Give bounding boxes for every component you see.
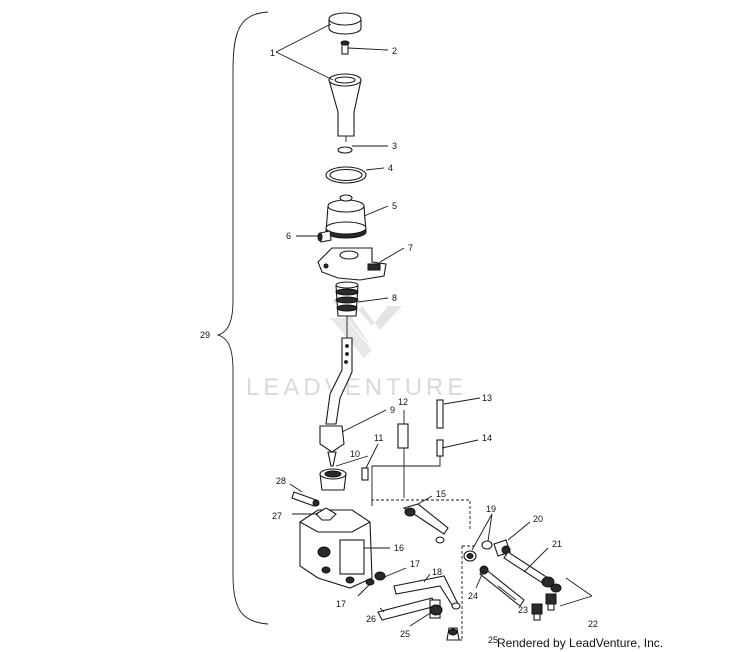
callout-19: 19 (486, 504, 496, 514)
callout-26: 26 (366, 614, 376, 624)
callout-6: 6 (286, 231, 291, 241)
part-22-ball-stud-upper (545, 593, 557, 611)
part-17-bushing-lower (365, 578, 375, 586)
callout-15: 15 (436, 489, 446, 499)
part-18-shift-rod (393, 575, 461, 610)
callout-21: 21 (552, 539, 562, 549)
callout-23: 23 (518, 605, 528, 615)
callout-18: 18 (432, 567, 442, 577)
callout-27: 27 (272, 511, 282, 521)
callout-25-right: 25 (488, 635, 498, 645)
part-10-bushing (319, 468, 347, 491)
part-20-tie-rod-end (493, 539, 511, 557)
callout-10: 10 (350, 449, 360, 459)
callout-17-upper: 17 (410, 559, 420, 569)
callout-1: 1 (270, 48, 275, 58)
part-2-screw (340, 40, 350, 55)
part-15-linkage-arm (402, 503, 449, 544)
part-21-tie-rod (503, 551, 562, 593)
callout-28: 28 (276, 476, 286, 486)
callout-5: 5 (392, 201, 397, 211)
part-25-nut-upper (429, 604, 443, 616)
part-16-shifter-housing (299, 509, 373, 589)
callout-12: 12 (398, 397, 408, 407)
part-8-boot-spring (335, 281, 359, 317)
part-1-shift-knob (328, 12, 362, 35)
callout-16: 16 (394, 543, 404, 553)
part-6-bolt (317, 230, 332, 243)
callout-7: 7 (408, 243, 413, 253)
part-13-threaded-rod (436, 399, 444, 429)
callout-9: 9 (390, 405, 395, 415)
part-1-shift-boot (328, 73, 362, 137)
part-23-lower-tie-rod (479, 565, 525, 607)
callout-14: 14 (482, 433, 492, 443)
part-3-o-ring (337, 146, 353, 154)
callout-3: 3 (392, 141, 397, 151)
callout-13: 13 (482, 393, 492, 403)
callout-8: 8 (392, 293, 397, 303)
part-11-pin (361, 467, 369, 481)
part-7-shift-plate (317, 247, 387, 281)
callout-4: 4 (388, 163, 393, 173)
watermark-text: LEADVENTURE (246, 374, 467, 401)
guide-lines (345, 136, 474, 641)
rendered-by-credit: Rendered by LeadVenture, Inc. (497, 636, 663, 650)
part-12-pin (397, 423, 409, 449)
part-5-bellows (325, 194, 367, 239)
part-4-retaining-ring (325, 166, 367, 184)
callout-2: 2 (392, 46, 397, 56)
part-17-bushing-upper (374, 571, 386, 581)
callout-22: 22 (588, 619, 598, 629)
callout-24: 24 (468, 591, 478, 601)
callout-20: 20 (533, 514, 543, 524)
callout-11: 11 (374, 433, 383, 443)
assembly-brace (216, 11, 269, 625)
callout-25-left: 25 (400, 629, 410, 639)
part-9-shift-lever (319, 337, 353, 467)
part-22-ball-stud-lower (531, 603, 543, 621)
callout-leaders (275, 23, 593, 627)
callout-17-lower: 17 (336, 599, 346, 609)
part-25-nut-lower (446, 627, 460, 641)
part-19-ball-joint (463, 540, 493, 562)
part-27-bracket (315, 507, 337, 521)
callout-29: 29 (200, 330, 210, 340)
part-28-pin (291, 491, 320, 507)
